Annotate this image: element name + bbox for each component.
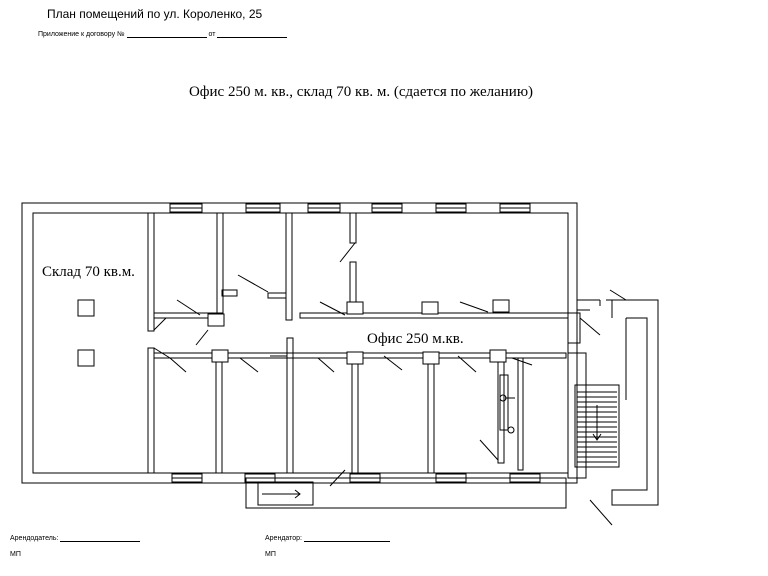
landlord-signature-blank <box>60 533 141 542</box>
contract-date-blank <box>217 29 288 38</box>
warehouse-label: Склад 70 кв.м. <box>42 264 135 280</box>
document-title: План помещений по ул. Короленко, 25 <box>47 7 263 21</box>
door-swings <box>169 242 533 461</box>
tenant-signature-line: Арендатор: <box>265 533 390 542</box>
right-stair-tower <box>567 289 659 526</box>
landlord-label: Арендодатель: <box>10 535 59 542</box>
landlord-stamp-label: МП <box>10 551 21 558</box>
restroom-fixtures <box>499 374 515 434</box>
office-walls <box>153 212 569 474</box>
contract-reference-line: Приложение к договору № от <box>38 29 288 38</box>
tenant-stamp-label: МП <box>265 551 276 558</box>
office-label: Офис 250 м.кв. <box>367 331 464 347</box>
entrance-stairs <box>257 481 314 506</box>
stair-direction-arrow <box>592 405 602 441</box>
contract-number-blank <box>126 29 207 38</box>
right-stairs <box>577 391 617 463</box>
bottom-annex <box>245 469 567 509</box>
plan-headline: Офис 250 м. кв., склад 70 кв. м. (сдаетс… <box>188 84 534 100</box>
corridor-columns <box>207 299 510 365</box>
warehouse-partition <box>147 212 171 474</box>
top-windows <box>169 203 531 213</box>
landlord-signature-line: Арендодатель: <box>10 533 141 542</box>
contract-date-label: от <box>208 31 216 38</box>
contract-number-label: Приложение к договору № <box>38 31 125 38</box>
outer-walls <box>21 202 601 484</box>
tenant-label: Арендатор: <box>265 535 303 542</box>
tenant-signature-blank <box>303 533 390 542</box>
warehouse-columns <box>77 299 95 367</box>
